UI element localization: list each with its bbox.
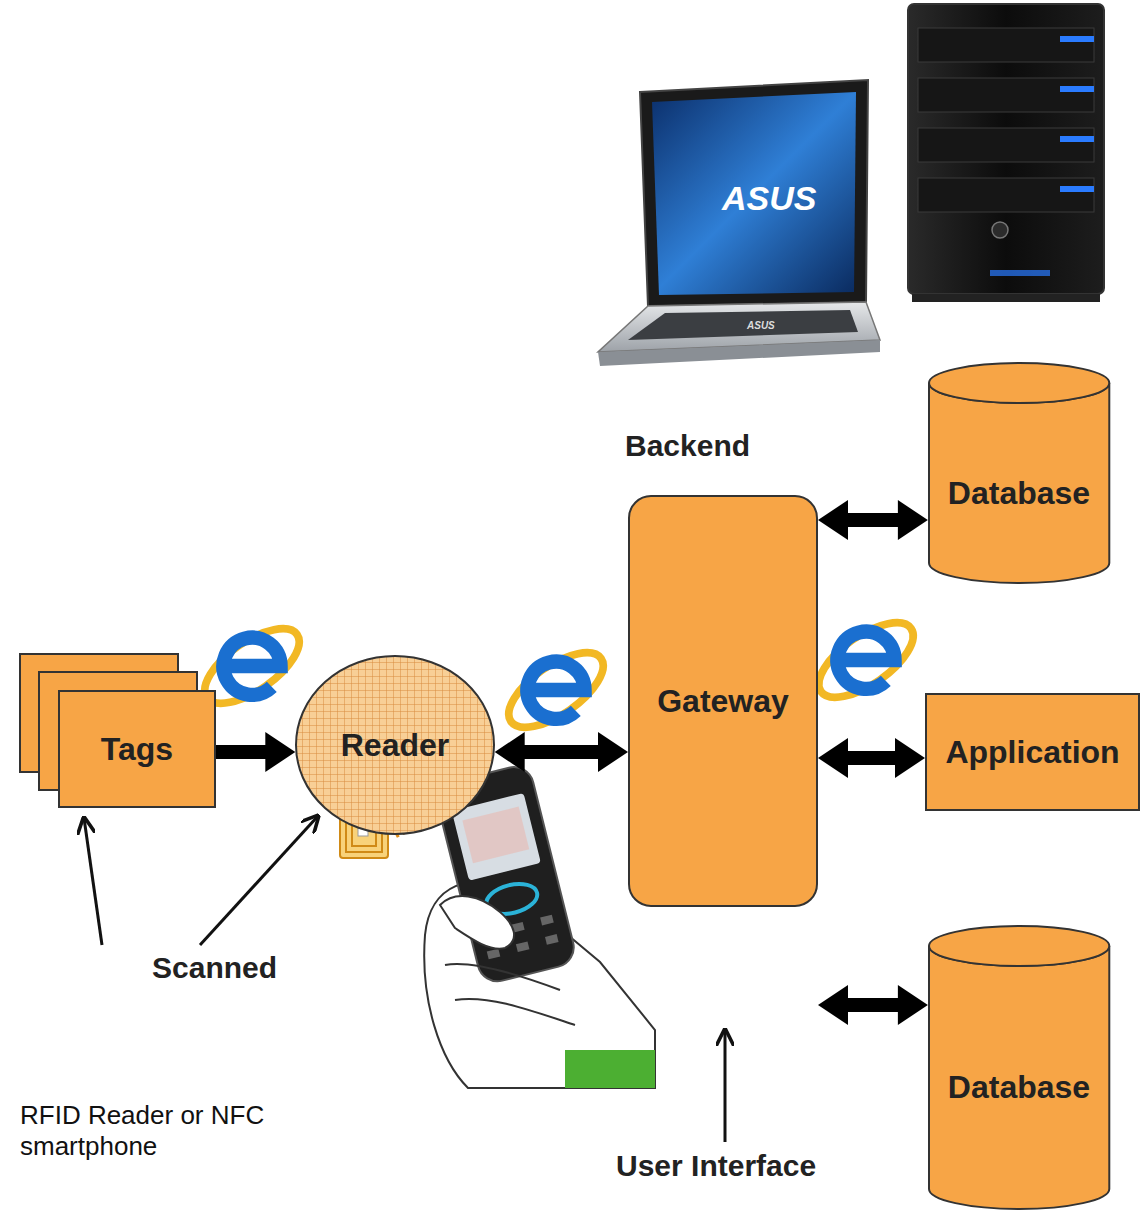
gateway-box: Gateway (628, 495, 818, 907)
connector-line (846, 751, 897, 765)
ie-icon (193, 615, 311, 718)
arrow-head (495, 732, 525, 772)
cylinder-body (929, 946, 1109, 1209)
node-label: Tags (101, 731, 173, 768)
database-cylinder: Database (928, 362, 1110, 584)
logo-text: ASUS (722, 178, 816, 219)
scan-label: Scanned (152, 950, 277, 986)
node-label: Application (945, 734, 1119, 771)
arrow-head (598, 732, 628, 772)
cylinder-top (929, 363, 1109, 403)
node-text-group: Database (948, 475, 1090, 512)
phone-in-hand (424, 763, 655, 1088)
interface-label: User Interface (616, 1148, 816, 1184)
cylinder-body (929, 383, 1109, 583)
connector-arrow (216, 732, 295, 772)
tag-stack (20, 654, 197, 790)
box-outline (59, 691, 215, 807)
node-outline (58, 690, 216, 808)
circle-outline (296, 656, 494, 834)
box-outline (926, 694, 1139, 810)
connector-arrow (818, 738, 925, 778)
node-outline (925, 693, 1140, 811)
arrow-head (818, 500, 848, 540)
arrow-head (265, 732, 295, 772)
laptop (598, 80, 880, 366)
reader-circle: Reader (295, 655, 495, 835)
node-label: Database (948, 475, 1090, 512)
leader-arrow (84, 816, 725, 1142)
node-text-group: Database (948, 1069, 1090, 1106)
arrow-head (818, 985, 848, 1025)
box-outline (629, 496, 817, 906)
node-text-group: Application (945, 734, 1119, 771)
node-text-group: Gateway (657, 683, 789, 720)
connector-arrow (818, 985, 928, 1025)
section-label: Backend (625, 428, 750, 464)
node-outline (928, 925, 1110, 1210)
connector-arrow (818, 500, 928, 540)
node-outline (295, 655, 495, 835)
node-text-group: Reader (341, 727, 450, 764)
arrow-head (895, 738, 925, 778)
database-cylinder: Database (928, 925, 1110, 1210)
rfid-tag (340, 808, 448, 858)
ie-icon (807, 609, 925, 712)
node-label: Database (948, 1069, 1090, 1106)
device-note: RFID Reader or NFC smartphone (20, 1100, 310, 1162)
node-text-group: Tags (101, 731, 173, 768)
ie-icon (497, 639, 615, 742)
node-label: Reader (341, 727, 450, 764)
connector-line (846, 513, 900, 527)
tag-box: Tags (58, 690, 216, 808)
connector-arrow (495, 732, 628, 772)
node-outline (628, 495, 818, 907)
connector-line (846, 998, 900, 1012)
arrow-head (898, 500, 928, 540)
connector-line (216, 745, 267, 759)
server-tower (908, 4, 1104, 302)
connector-line (523, 745, 600, 759)
cylinder-top (929, 926, 1109, 966)
logo-text: ASUS (747, 320, 775, 332)
arrow-head (898, 985, 928, 1025)
arrow-head (818, 738, 848, 778)
node-outline (928, 362, 1110, 584)
node-label: Gateway (657, 683, 789, 720)
application-box: Application (925, 693, 1140, 811)
